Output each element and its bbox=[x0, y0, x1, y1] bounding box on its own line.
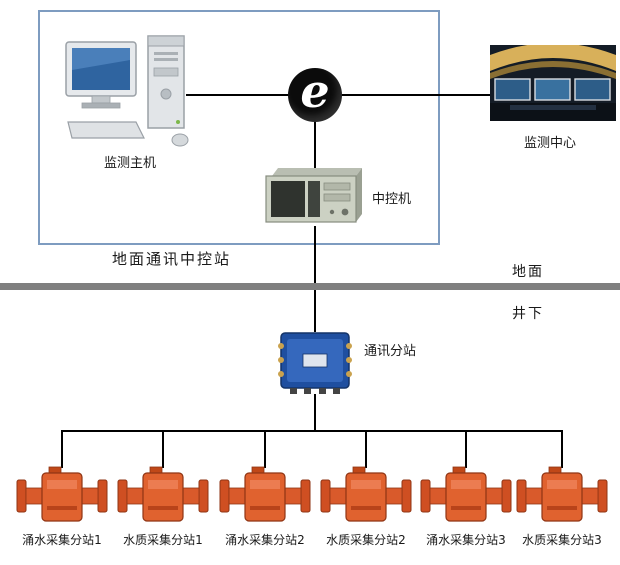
flow-sensor-icon bbox=[516, 466, 608, 522]
connector-substation-bus bbox=[314, 394, 316, 432]
flow-sensor-icon bbox=[420, 466, 512, 522]
device-icon bbox=[117, 466, 209, 528]
device-label: 涌水采集分站3 bbox=[426, 533, 506, 547]
drop-line-6 bbox=[561, 430, 563, 468]
drop-line-4 bbox=[365, 430, 367, 468]
bus-line bbox=[61, 430, 563, 432]
connector-internet-control bbox=[314, 120, 316, 168]
control-room-icon bbox=[490, 43, 616, 121]
underground-zone-label: 井下 bbox=[512, 306, 544, 322]
device-label: 水质采集分站2 bbox=[326, 533, 406, 547]
device-icon bbox=[219, 466, 311, 528]
flow-sensor-icon bbox=[16, 466, 108, 522]
connector-internet-center bbox=[340, 94, 492, 96]
control-machine-label: 中控机 bbox=[372, 192, 412, 207]
rackmount-chassis-icon bbox=[265, 168, 362, 223]
device-label: 涌水采集分站2 bbox=[225, 533, 305, 547]
substation-icon bbox=[276, 330, 354, 396]
device-icon bbox=[516, 466, 608, 528]
flow-sensor-icon bbox=[320, 466, 412, 522]
connector-host-internet bbox=[186, 94, 290, 96]
internet-e-icon: e bbox=[288, 68, 342, 122]
junction-box-icon bbox=[278, 332, 352, 394]
ground-station-box bbox=[38, 10, 440, 245]
drop-line-2 bbox=[162, 430, 164, 468]
surface-divider bbox=[0, 283, 620, 290]
drop-line-5 bbox=[465, 430, 467, 468]
device-label: 水质采集分站1 bbox=[123, 533, 203, 547]
ground-station-label: 地面通讯中控站 bbox=[112, 250, 232, 268]
device-icon bbox=[320, 466, 412, 528]
device-label: 涌水采集分站1 bbox=[22, 533, 102, 547]
monitoring-host-label: 监测主机 bbox=[103, 156, 156, 171]
drop-line-1 bbox=[61, 430, 63, 468]
control-machine-icon bbox=[264, 164, 364, 226]
surface-zone-label: 地面 bbox=[512, 264, 544, 280]
device-icon bbox=[420, 466, 512, 528]
monitoring-center-label: 监测中心 bbox=[523, 136, 576, 151]
connector-control-substation bbox=[314, 226, 316, 332]
substation-label: 通讯分站 bbox=[364, 344, 417, 359]
drop-line-3 bbox=[264, 430, 266, 468]
device-icon bbox=[16, 466, 108, 528]
internet-e-glyph: e bbox=[300, 64, 330, 118]
monitoring-host-icon bbox=[62, 32, 192, 150]
flow-sensor-icon bbox=[117, 466, 209, 522]
device-label: 水质采集分站3 bbox=[522, 533, 602, 547]
desktop-computer-icon bbox=[65, 35, 189, 147]
monitoring-center-photo bbox=[490, 43, 616, 121]
flow-sensor-icon bbox=[219, 466, 311, 522]
